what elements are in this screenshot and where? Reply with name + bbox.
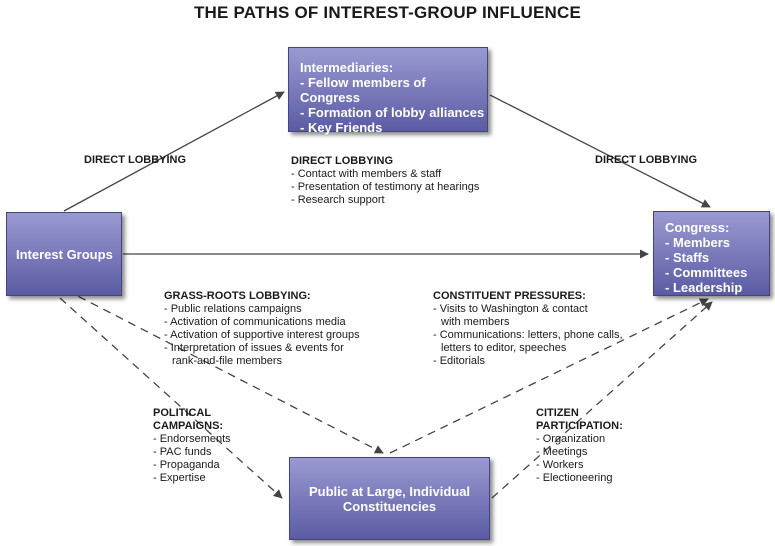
list-item: - Expertise bbox=[153, 472, 206, 484]
congress-list: - Members - Staffs - Committees - Leader… bbox=[665, 235, 769, 295]
list-item: - Committees bbox=[665, 265, 748, 280]
political-campaigns-list: - Endorsements - PAC funds - Propaganda … bbox=[153, 433, 231, 485]
citizen-participation-heading-2: PARTICIPATION: bbox=[536, 420, 623, 432]
public-box: Public at Large, Individual Constituenci… bbox=[289, 457, 490, 540]
list-item: rank-and-file members bbox=[172, 355, 283, 367]
grassroots-lobbying-label: GRASS-ROOTS LOBBYING: - Public relations… bbox=[164, 290, 360, 368]
list-item: with members bbox=[441, 316, 510, 328]
list-item: - Editorials bbox=[433, 355, 485, 367]
political-campaigns-label: POLITICAL CAMPAIGNS: - Endorsements - PA… bbox=[153, 407, 231, 485]
list-item: - Meetings bbox=[536, 446, 588, 458]
direct-lobbying-left-heading: DIRECT LOBBYING bbox=[84, 154, 187, 166]
arrow-public-to-congress-constituent bbox=[389, 298, 709, 454]
political-campaigns-heading-1: POLITICAL bbox=[153, 407, 212, 419]
list-item: - Formation of lobby alliances bbox=[300, 105, 485, 120]
list-item: - Fellow members of Congress bbox=[300, 75, 426, 105]
list-item: - Members bbox=[665, 235, 731, 250]
direct-lobbying-right-heading: DIRECT LOBBYING bbox=[595, 154, 698, 166]
direct-lobbying-left-label: DIRECT LOBBYING bbox=[84, 154, 186, 167]
list-item: - Organization bbox=[536, 433, 606, 445]
list-item: - Visits to Washington & contact bbox=[433, 303, 588, 315]
list-item: - Interpretation of issues & events for bbox=[164, 342, 344, 354]
list-item: - Key Friends bbox=[300, 120, 383, 135]
list-item: - Research support bbox=[291, 194, 385, 206]
congress-box: Congress: - Members - Staffs - Committee… bbox=[653, 211, 770, 296]
list-item: - Activation of supportive interest grou… bbox=[164, 329, 360, 341]
citizen-participation-list: - Organization - Meetings - Workers - El… bbox=[536, 433, 623, 485]
intermediaries-title: Intermediaries: bbox=[300, 60, 394, 75]
arrow-public-to-congress-citizen bbox=[491, 301, 713, 499]
direct-lobbying-center-heading: DIRECT LOBBYING bbox=[291, 155, 394, 167]
intermediaries-list: - Fellow members of Congress - Formation… bbox=[300, 75, 487, 135]
list-item: - Public relations campaigns bbox=[164, 303, 302, 315]
citizen-participation-heading-1: CITIZEN bbox=[536, 407, 579, 419]
list-item: - Activation of communications media bbox=[164, 316, 346, 328]
list-item: - Presentation of testimony at hearings bbox=[291, 181, 480, 193]
interest-groups-title: Interest Groups bbox=[16, 246, 113, 262]
list-item: letters to editor, speeches bbox=[441, 342, 567, 354]
grassroots-lobbying-heading: GRASS-ROOTS LOBBYING: bbox=[164, 290, 311, 302]
arrow-groups-to-public-campaigns bbox=[59, 297, 283, 499]
direct-lobbying-right-label: DIRECT LOBBYING bbox=[595, 154, 697, 167]
page-title: THE PATHS OF INTEREST-GROUP INFLUENCE bbox=[193, 3, 582, 22]
direct-lobbying-list: - Contact with members & staff - Present… bbox=[291, 168, 479, 207]
grassroots-lobbying-list: - Public relations campaigns - Activatio… bbox=[164, 303, 360, 368]
list-item: - Electioneering bbox=[536, 472, 613, 484]
list-item: - Propaganda bbox=[153, 459, 220, 471]
list-item: - PAC funds bbox=[153, 446, 212, 458]
list-item: - Leadership bbox=[665, 280, 743, 295]
list-item: - Workers bbox=[536, 459, 584, 471]
constituent-pressures-list: - Visits to Washington & contact with me… bbox=[433, 303, 623, 368]
arrow-groups-to-public-grassroots bbox=[65, 289, 384, 454]
interest-groups-box: Interest Groups bbox=[6, 212, 122, 296]
arrow-groups-to-intermediaries bbox=[63, 91, 285, 212]
list-item: - Contact with members & staff bbox=[291, 168, 442, 180]
arrow-intermediaries-to-congress bbox=[489, 94, 711, 208]
political-campaigns-heading-2: CAMPAIGNS: bbox=[153, 420, 224, 432]
citizen-participation-label: CITIZEN PARTICIPATION: - Organization - … bbox=[536, 407, 623, 485]
congress-title: Congress: bbox=[665, 220, 730, 235]
constituent-pressures-heading: CONSTITUENT PRESSURES: bbox=[433, 290, 586, 302]
intermediaries-box: Intermediaries: - Fellow members of Cong… bbox=[288, 47, 488, 135]
list-item: - Communications: letters, phone calls, bbox=[433, 329, 623, 341]
list-item: - Staffs bbox=[665, 250, 710, 265]
list-item: - Endorsements bbox=[153, 433, 231, 445]
constituent-pressures-label: CONSTITUENT PRESSURES: - Visits to Washi… bbox=[433, 290, 623, 368]
direct-lobbying-center-label: DIRECT LOBBYING - Contact with members &… bbox=[291, 155, 479, 207]
public-title: Public at Large, Individual Constituenci… bbox=[308, 483, 471, 514]
